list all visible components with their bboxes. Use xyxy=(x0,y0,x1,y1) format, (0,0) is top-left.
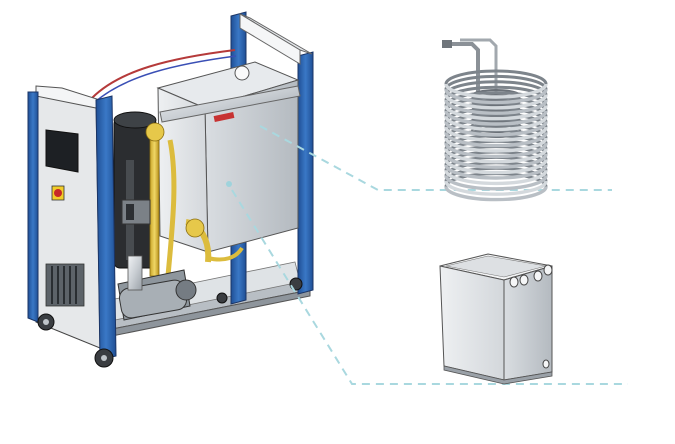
coil-ring-front xyxy=(444,143,548,159)
tank-nozzles xyxy=(509,264,553,369)
tank-callout-anchor xyxy=(226,181,232,187)
reservoir-tank xyxy=(439,253,553,385)
coil-ring-front xyxy=(444,159,548,175)
coil-ring-front xyxy=(444,175,548,191)
front-control-panel xyxy=(31,85,101,349)
coil-ring-front xyxy=(444,89,548,105)
coil-ring-front xyxy=(444,83,548,99)
coil-ring-front xyxy=(444,132,548,148)
coil-ring-front xyxy=(444,180,548,196)
coil-windings xyxy=(444,69,548,202)
coil-callout-line xyxy=(259,125,612,191)
coil-ring-front xyxy=(444,110,548,126)
coil-ring-front xyxy=(444,116,548,132)
coil-ring-back xyxy=(444,74,548,90)
power-cable xyxy=(91,49,236,99)
coil-ring-front xyxy=(444,99,548,115)
circulation-pump xyxy=(117,255,197,321)
coil-ring-front xyxy=(444,126,548,142)
coil-ring-front xyxy=(444,148,548,164)
coil-ring-front xyxy=(444,105,548,121)
refrigerant-pipes xyxy=(145,122,244,277)
callout-lines xyxy=(231,125,628,385)
front-frame-upright xyxy=(95,95,117,361)
temperature-control-unit xyxy=(27,11,314,368)
coil-ring-front xyxy=(444,164,548,180)
coil-ring-front xyxy=(444,121,548,137)
coil-ring-front xyxy=(444,94,548,110)
front-left-upright xyxy=(27,91,39,323)
caster-wheels xyxy=(37,277,303,368)
gauge-icon xyxy=(234,65,250,81)
top-manifold-pipe xyxy=(159,85,301,123)
coil-ring-front xyxy=(444,153,548,169)
coil-ring-back xyxy=(444,69,548,85)
cooling-coil xyxy=(442,38,548,202)
touch-screen xyxy=(45,129,79,173)
signal-cable xyxy=(94,55,237,103)
vent-grille xyxy=(45,263,85,307)
coil-ring-front xyxy=(444,170,548,186)
coil-ring-front xyxy=(444,186,548,202)
coil-ring-front xyxy=(444,137,548,153)
tank-callout-line xyxy=(231,189,628,385)
